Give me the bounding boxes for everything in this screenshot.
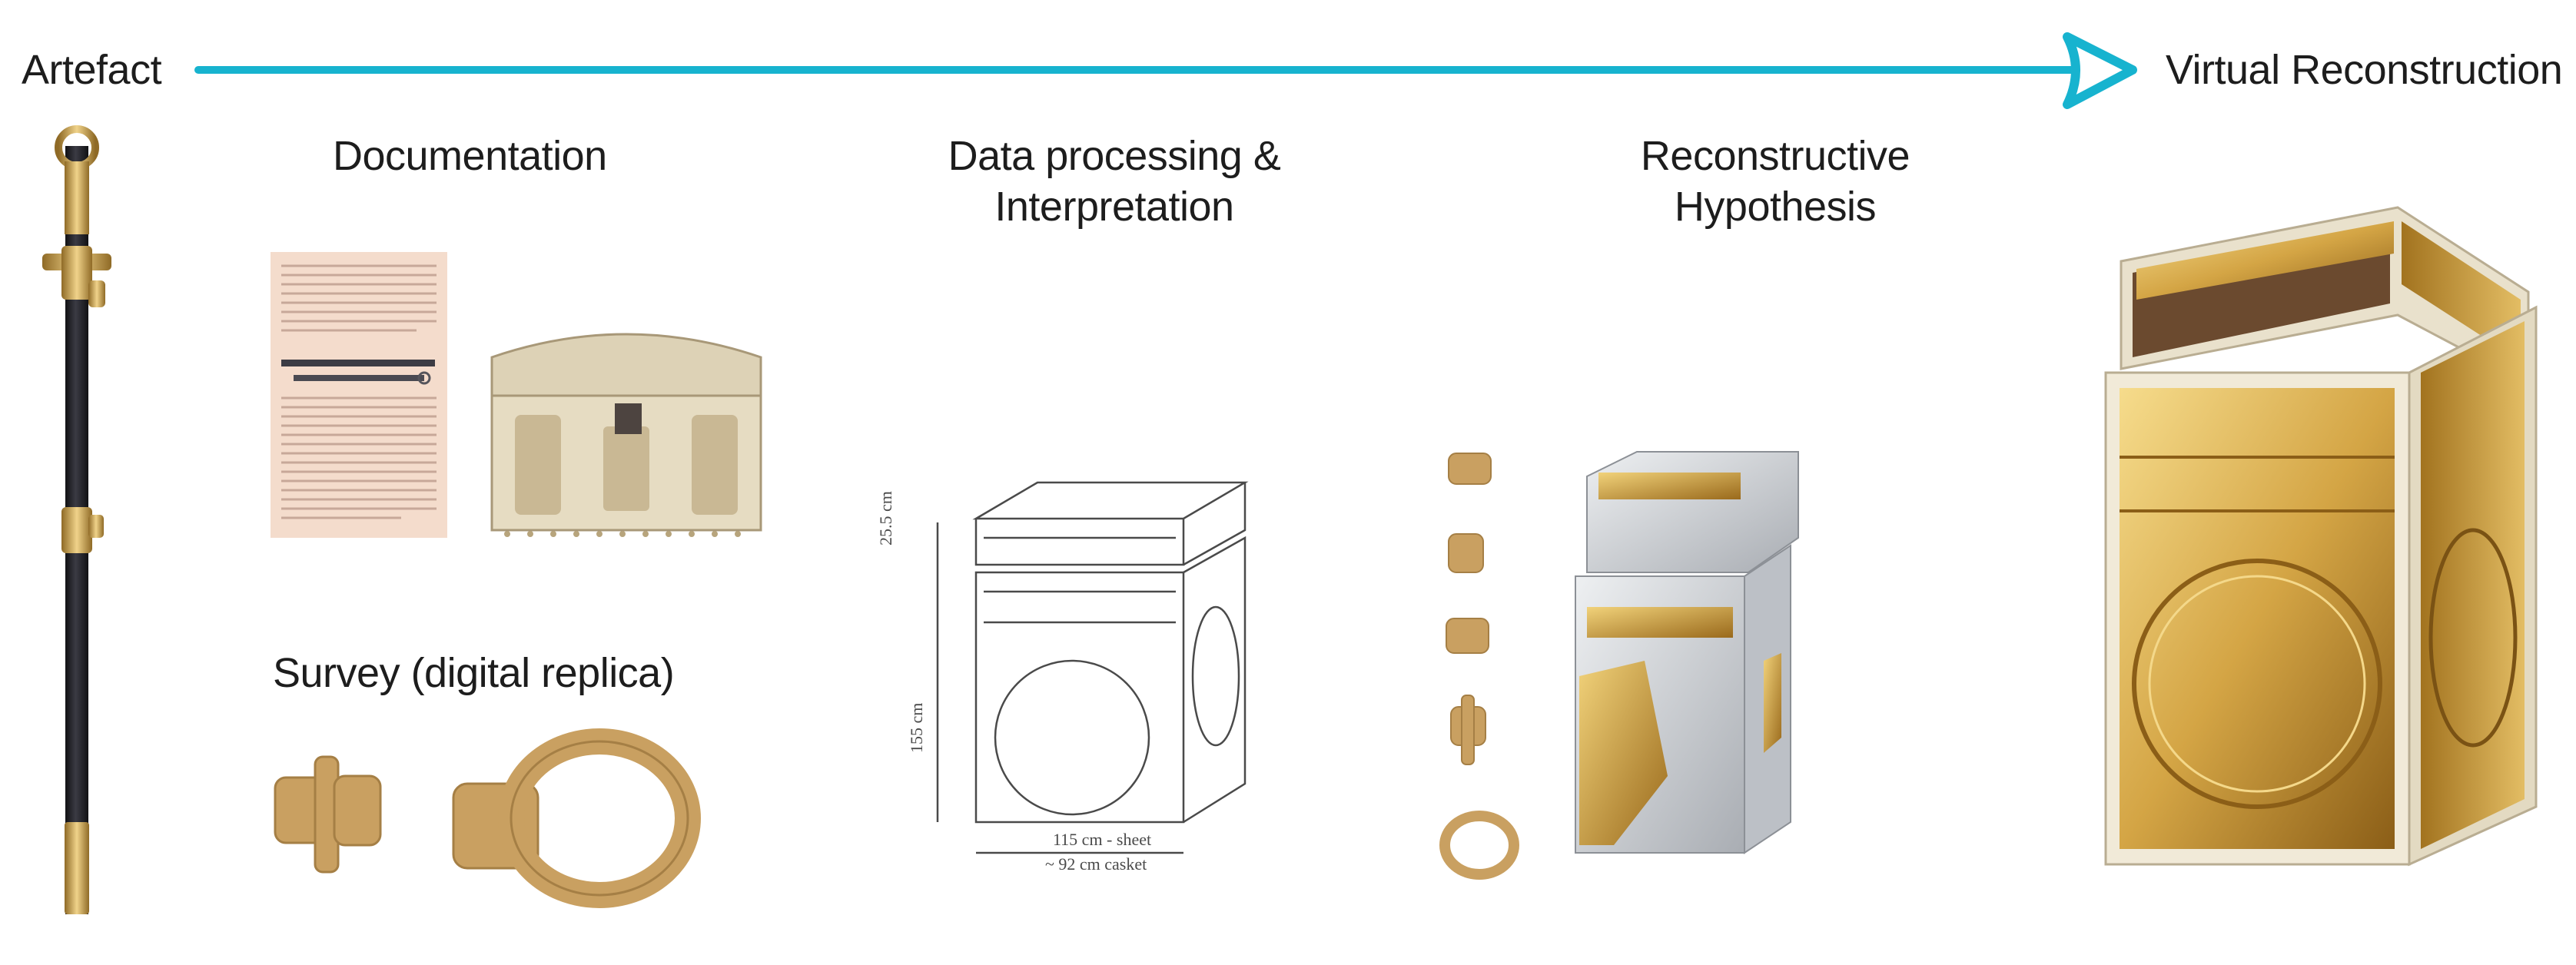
hypothesis-label: Reconstructive Hypothesis: [1552, 131, 1998, 232]
sketch-casket-icon: 25.5 cm 155 cm 115 cm - sheet ~ 92 cm ca…: [876, 481, 1249, 874]
virtual-reconstruction-label: Virtual Reconstruction: [2166, 47, 2563, 93]
casket-hypothesis-icon: [1439, 451, 1799, 880]
ivory-casket-icon: [490, 333, 762, 537]
hypothesis-label-line1: Reconstructive: [1640, 133, 1910, 179]
ring-fragment-icon: [274, 728, 701, 908]
sketch-note-body: 155 cm: [907, 703, 926, 753]
hypothesis-label-line2: Hypothesis: [1674, 184, 1877, 230]
book-page-icon: [271, 252, 447, 538]
documentation-label: Documentation: [333, 133, 607, 179]
casket-reconstruction-icon: [2104, 206, 2538, 867]
sketch-note-casket: ~ 92 cm casket: [1045, 854, 1147, 874]
processing-label-line1: Data processing &: [948, 133, 1281, 179]
processing-label: Data processing & Interpretation: [907, 131, 1322, 232]
survey-label: Survey (digital replica): [273, 650, 675, 696]
sketch-note-lid: 25.5 cm: [876, 491, 895, 546]
arrow-icon: [194, 32, 2137, 109]
sketch-note-sheet: 115 cm - sheet: [1053, 830, 1151, 849]
sword-icon: [42, 125, 111, 914]
artefact-label: Artefact: [22, 47, 162, 93]
processing-label-line2: Interpretation: [994, 184, 1234, 230]
